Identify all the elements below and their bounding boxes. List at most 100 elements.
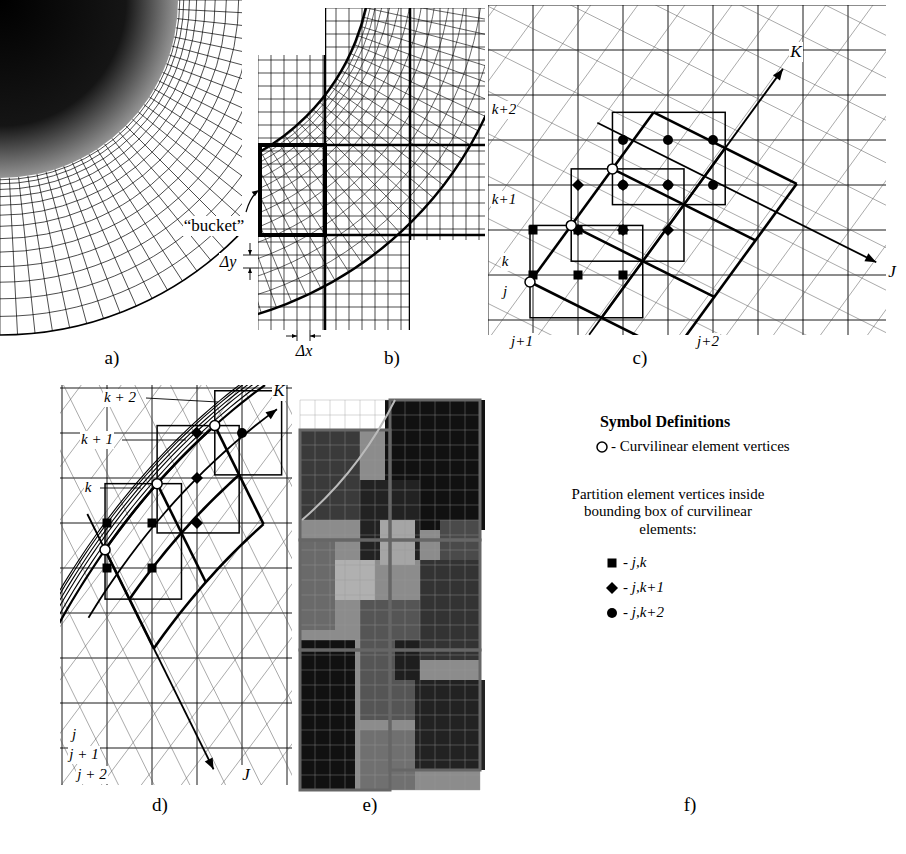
skew-line [488, 5, 694, 335]
mesh-line [488, 95, 886, 96]
mesh-ring [0, 0, 239, 239]
skew-line [60, 385, 292, 785]
mesh-line [578, 5, 579, 335]
skew-line [60, 385, 292, 785]
legend-title: Symbol Definitions [599, 413, 731, 431]
partition-block [395, 640, 420, 680]
skew-line [488, 5, 886, 335]
mesh-line [313, 109, 423, 210]
skew-line [488, 5, 786, 335]
axis-label: J [241, 765, 251, 785]
mesh-line [488, 185, 886, 186]
legend-text: - j,k+2 [622, 604, 665, 621]
mesh-ring [0, 0, 387, 197]
mesh-line [250, 190, 490, 191]
wall-curve [60, 385, 256, 633]
skew-line [488, 5, 886, 335]
skew-line [60, 385, 292, 785]
mesh-line [488, 230, 886, 231]
skew-line [60, 385, 246, 785]
mesh-line [62, 385, 63, 785]
panel-c-mesh [488, 5, 886, 335]
open-vertex [210, 421, 220, 431]
diamond-marker [191, 427, 203, 439]
mesh-line [60, 388, 292, 389]
mesh-line [250, 294, 490, 295]
square-marker [619, 271, 628, 280]
legend-note: Partition element vertices inside boundi… [567, 486, 769, 538]
mesh-ring [0, 0, 242, 335]
skew-line [488, 5, 886, 335]
dimension-tick [243, 268, 258, 269]
mesh-line [250, 151, 490, 152]
skew-line [60, 385, 292, 785]
panel-a-mesh [0, 0, 242, 335]
dot-marker [663, 180, 673, 190]
skew-line [488, 5, 886, 335]
bucket-outline [390, 650, 480, 770]
skew-line [550, 5, 886, 335]
skew-line [60, 385, 292, 785]
wall-curve [60, 385, 262, 638]
arrow-head [864, 253, 876, 262]
skew-line [488, 5, 817, 335]
mesh-line [179, 179, 198, 327]
skew-line [60, 385, 292, 785]
mesh-line [207, 173, 246, 317]
arrow-head [252, 190, 259, 196]
skew-line [488, 5, 663, 335]
skew-line [488, 5, 886, 335]
diamond-marker [617, 179, 629, 191]
open-vertex [566, 220, 576, 230]
mesh-line [361, 26, 503, 71]
skew-line [488, 5, 886, 335]
square-marker [148, 564, 157, 573]
mesh-line [427, 0, 428, 335]
diamond-marker [572, 179, 584, 191]
skew-line [488, 5, 725, 335]
mesh-ring [0, 0, 189, 189]
bounding-box [157, 426, 239, 533]
legend-text: - j,k+1 [622, 579, 665, 596]
mesh-ring [0, 0, 205, 205]
open-vertex [597, 442, 607, 452]
arrow-head [205, 758, 214, 770]
bucket-box [260, 145, 325, 235]
leader-line [146, 398, 218, 402]
dot-marker [237, 428, 247, 438]
skew-line [197, 385, 292, 785]
mesh-ring [0, 0, 452, 262]
skew-line [60, 385, 292, 785]
mesh-ring [0, 0, 425, 235]
mesh-line [336, 0, 337, 335]
axis-label: K [789, 42, 802, 62]
mesh-line [250, 60, 490, 61]
mesh-line [198, 176, 230, 321]
skew-line [60, 385, 292, 785]
mesh-ring [0, 0, 371, 181]
skew-line [488, 5, 886, 335]
arrow-head [773, 69, 783, 80]
skew-line [60, 385, 292, 785]
axis-label: J [887, 262, 897, 282]
axis-arrow [597, 123, 876, 262]
mesh-line [178, 0, 242, 1]
skew-line [488, 5, 886, 335]
mesh-ring [0, 0, 403, 213]
mesh-line [138, 112, 242, 211]
skew-line [60, 385, 292, 785]
bucket-outline [300, 540, 390, 650]
mesh-line [250, 21, 490, 22]
mesh-line [713, 5, 714, 335]
mesh-ring [0, 0, 372, 182]
skew-line [60, 385, 292, 785]
mesh-line [250, 281, 490, 282]
axis-label: K [272, 381, 285, 401]
open-vertex [607, 164, 617, 174]
mesh-line [401, 0, 402, 335]
skew-line [60, 385, 292, 785]
mesh-line [64, 166, 120, 313]
index-label: k+2 [491, 101, 517, 118]
mesh-line [60, 658, 292, 659]
mesh-ring [0, 0, 242, 316]
